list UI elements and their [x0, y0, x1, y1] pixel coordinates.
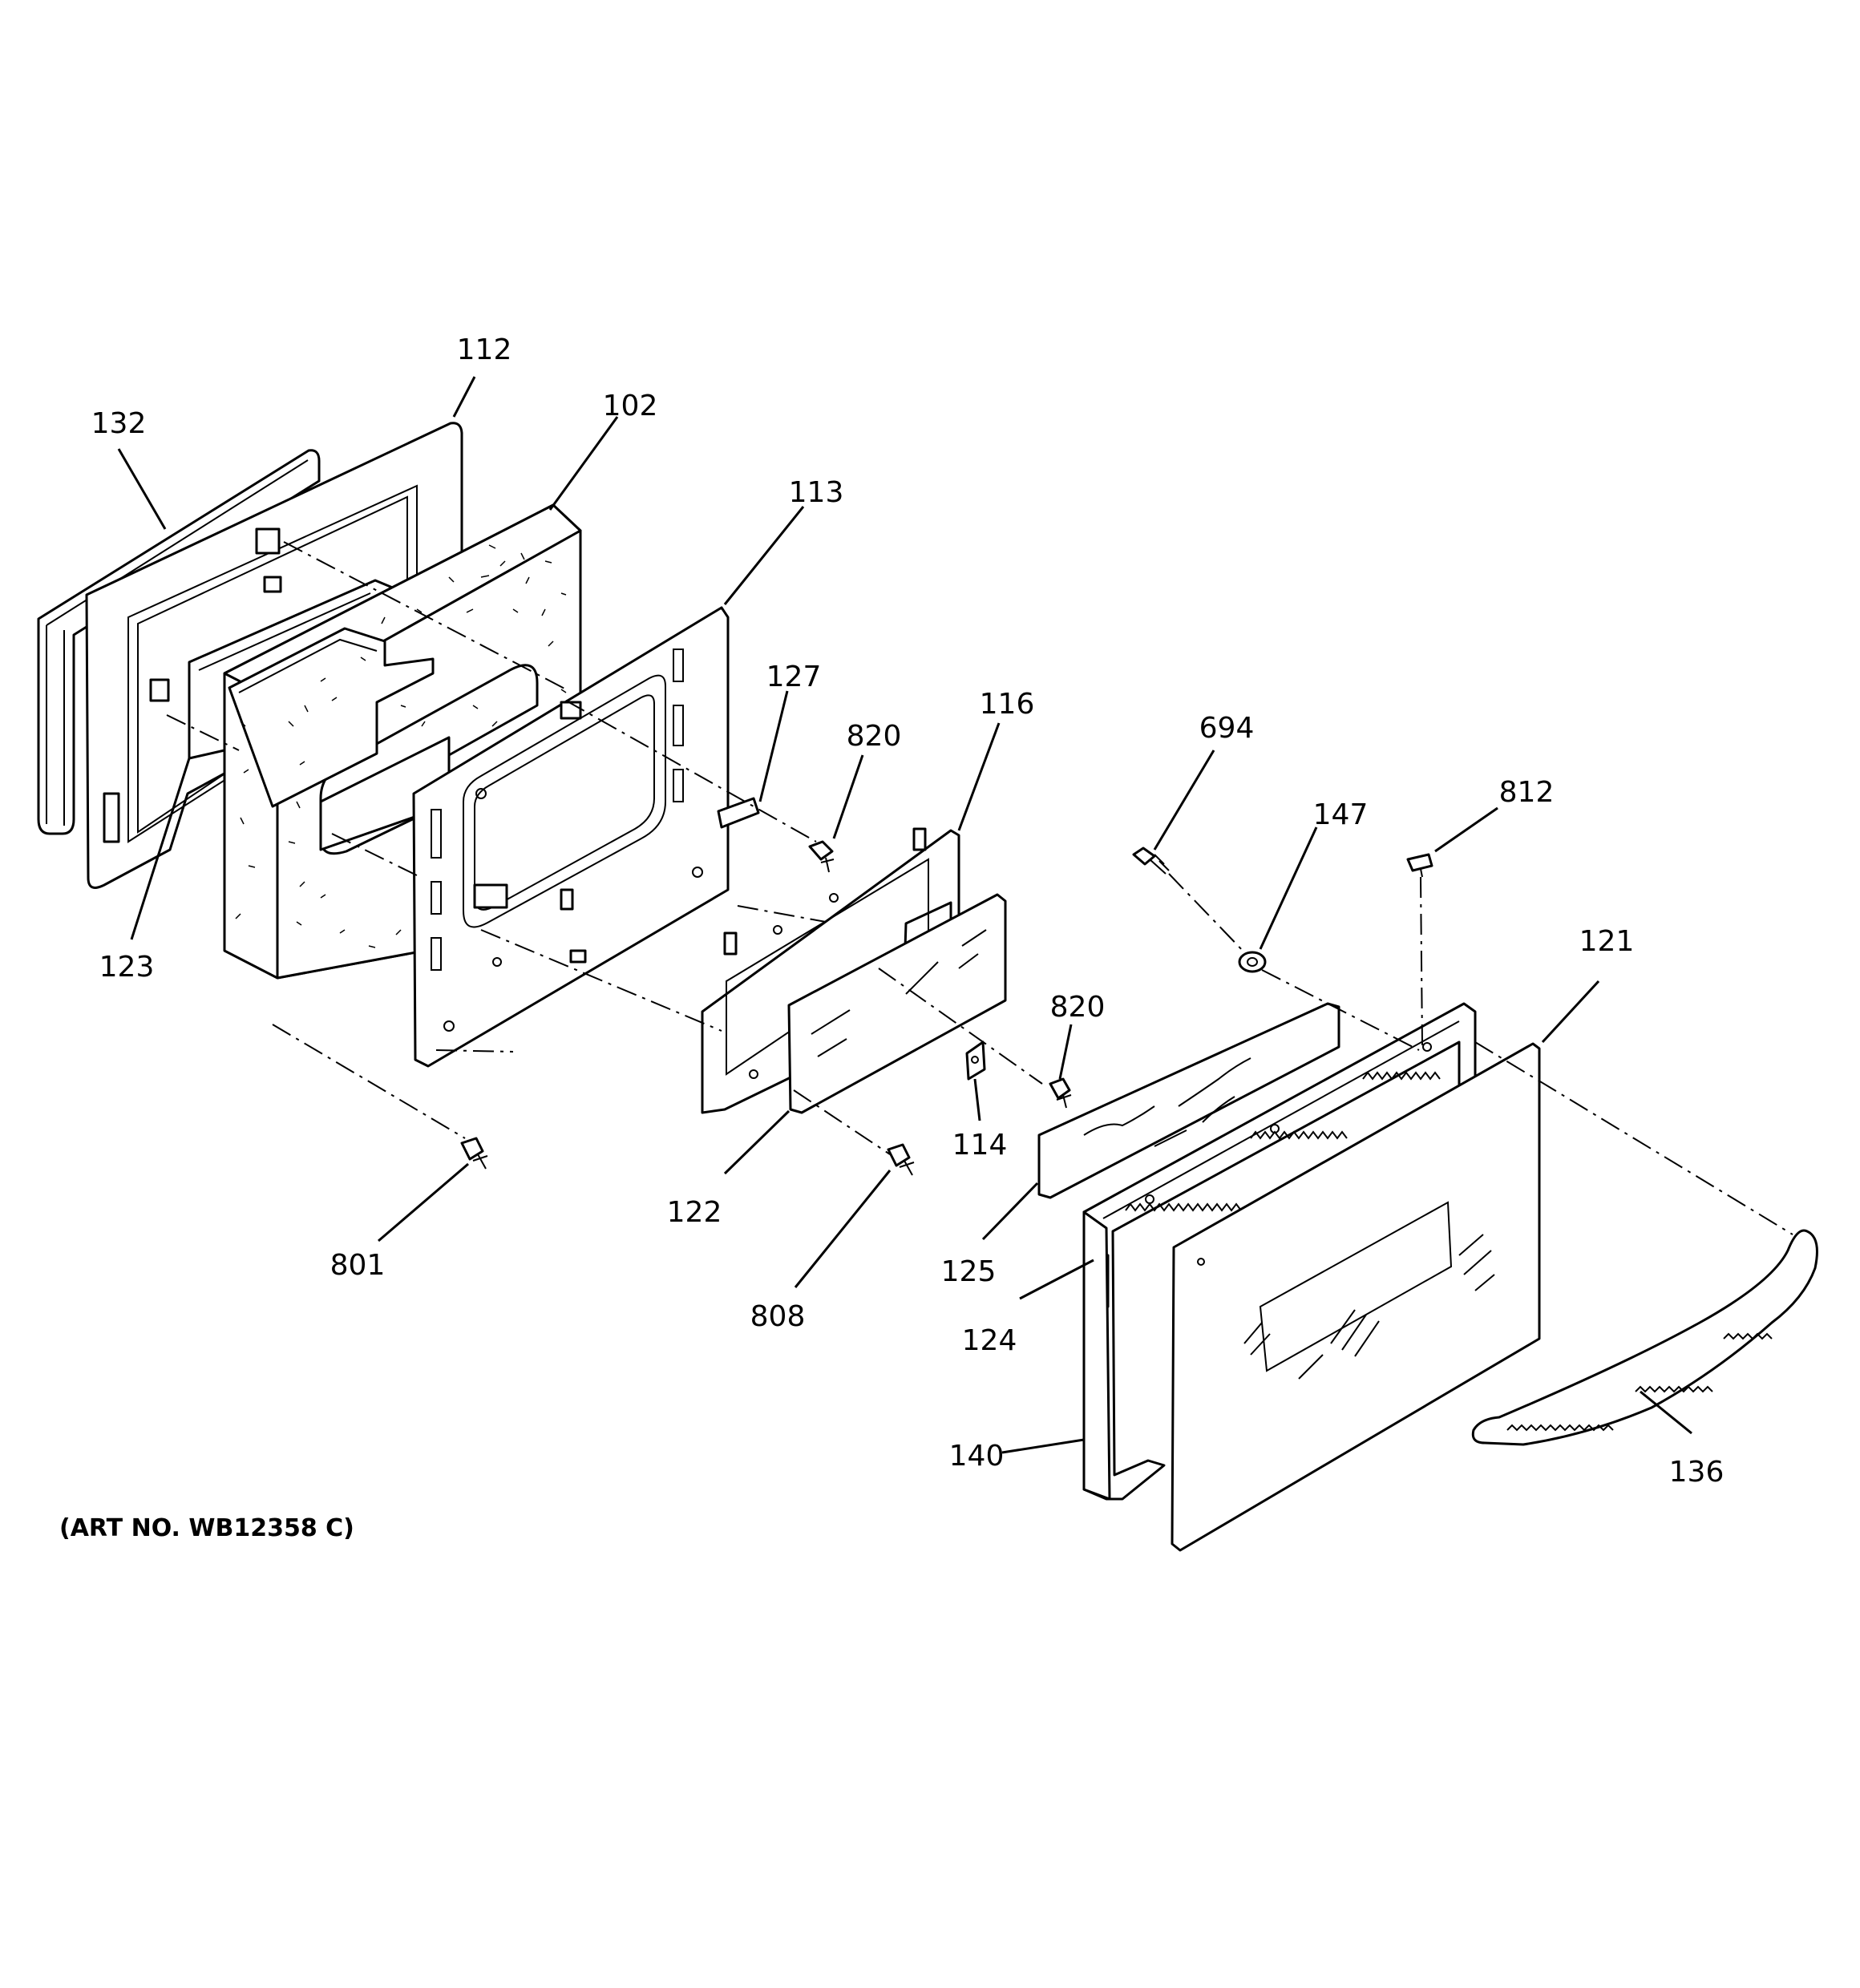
callout-122: 122 — [667, 1196, 722, 1229]
screw-808 — [887, 1143, 915, 1176]
washer-147 — [1238, 951, 1267, 973]
callout-136: 136 — [1669, 1456, 1725, 1489]
callout-102: 102 — [603, 390, 658, 422]
callout-812: 812 — [1499, 776, 1555, 809]
part-122-window-glass — [787, 893, 1007, 1114]
callout-labels: 132 112 102 113 127 820 116 694 147 812 … — [91, 333, 1725, 1489]
callout-114: 114 — [952, 1129, 1008, 1162]
callout-801: 801 — [330, 1249, 386, 1282]
part-127-pad — [717, 797, 760, 829]
callout-112: 112 — [457, 333, 512, 366]
callout-147: 147 — [1313, 798, 1369, 831]
callout-820-upper: 820 — [847, 720, 902, 753]
part-113-inner-door-panel — [412, 606, 730, 1068]
callout-820-lower: 820 — [1050, 991, 1106, 1024]
callout-132: 132 — [91, 407, 147, 440]
screw-694 — [1132, 847, 1170, 875]
screw-801 — [460, 1137, 488, 1170]
callout-124: 124 — [962, 1324, 1017, 1357]
screw-820-upper — [808, 840, 835, 873]
assembly-lines — [166, 541, 1793, 1235]
callout-140: 140 — [949, 1440, 1005, 1473]
callout-116: 116 — [980, 688, 1035, 721]
callout-127: 127 — [766, 661, 822, 693]
callout-125: 125 — [941, 1255, 997, 1288]
callout-121: 121 — [1579, 925, 1635, 958]
callout-808: 808 — [750, 1300, 806, 1333]
part-140-side-trim — [1082, 1210, 1111, 1501]
callout-123: 123 — [99, 951, 155, 984]
screw-820-lower — [1049, 1077, 1072, 1109]
part-116-window-bracket — [701, 827, 960, 1114]
part-136-door-handle — [1471, 1229, 1818, 1446]
callout-113: 113 — [789, 476, 844, 509]
leader-lines — [117, 376, 1692, 1454]
part-114-clip — [965, 1040, 986, 1081]
part-132-gasket — [37, 449, 321, 835]
callout-694: 694 — [1199, 712, 1255, 745]
art-number: (ART NO. WB12358 C) — [59, 1514, 354, 1542]
part-121-outer-glass — [1171, 1042, 1541, 1552]
screw-812 — [1406, 853, 1433, 878]
